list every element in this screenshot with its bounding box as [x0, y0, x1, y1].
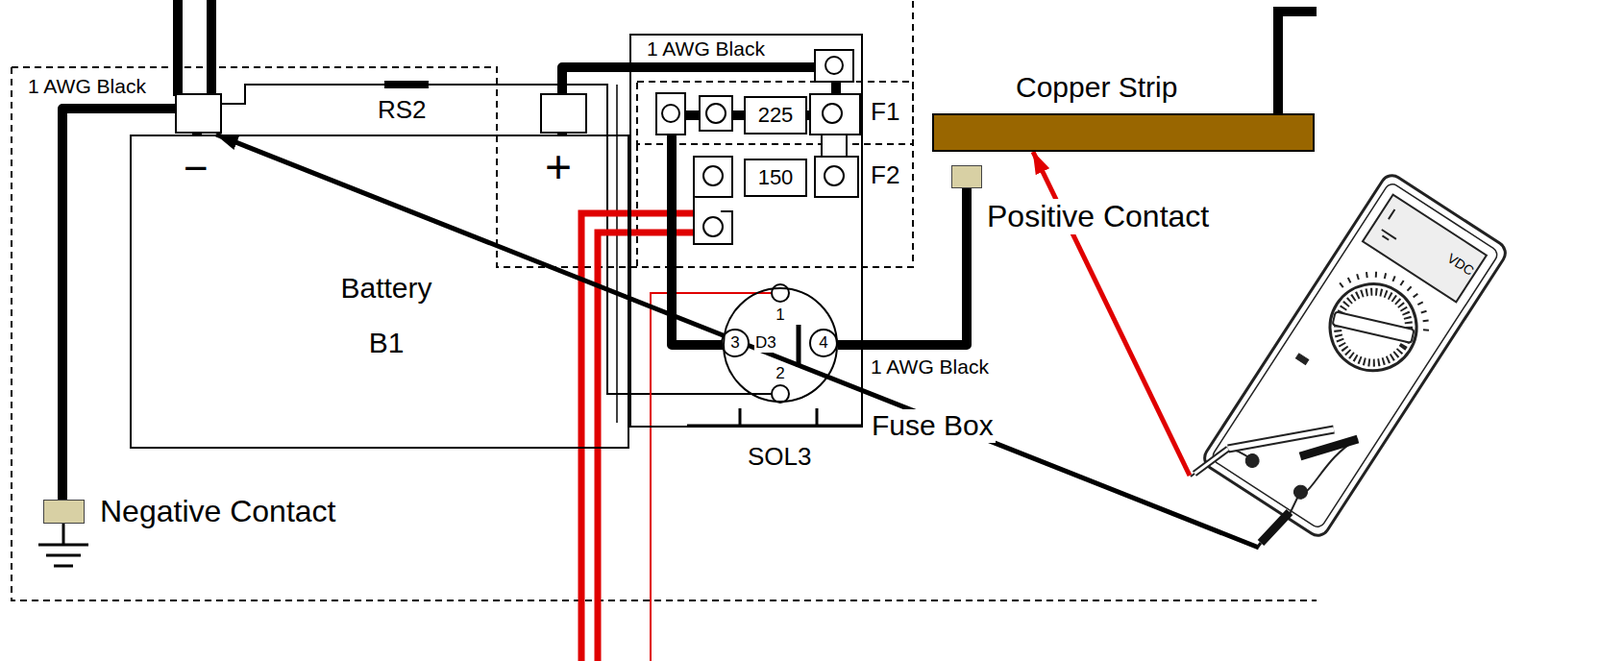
text-slot: Fuse Box	[869, 409, 996, 444]
contact-label: Positive Contact	[984, 198, 1211, 235]
text-slot: Copper Strip	[1015, 71, 1178, 105]
terminal-block	[814, 49, 854, 82]
pin-number: 2	[774, 364, 786, 384]
fuse-box-label: Fuse Box	[869, 409, 996, 444]
solenoid-label: SOL3	[747, 443, 813, 472]
multimeter: VDC	[1189, 168, 1517, 548]
pin-number: 1	[774, 305, 786, 325]
terminal-bracket	[693, 196, 733, 245]
text-slot: Positive Contact	[984, 198, 1211, 235]
dashed-region	[11, 0, 913, 268]
battery-post	[541, 94, 587, 133]
fuse: 150	[743, 158, 808, 197]
part-label: 1 AWG Black	[645, 37, 766, 61]
diode-bar	[796, 324, 802, 368]
multimeter-drawing	[1189, 168, 1517, 548]
ground-symbol	[62, 523, 66, 544]
part-label: D3	[754, 333, 778, 353]
text-slot: Battery B1	[323, 263, 449, 373]
text-slot: 225	[745, 98, 806, 133]
terminal-block	[699, 96, 733, 131]
part-label: 1 AWG Black	[869, 355, 990, 379]
probe-lead	[216, 134, 1259, 548]
label-slot: F2	[869, 161, 901, 191]
terminal	[706, 103, 726, 124]
strip-label: Copper Strip	[1015, 71, 1178, 105]
red-cable	[597, 232, 707, 661]
label-slot: 3	[729, 333, 740, 353]
fuse-rating: 225	[758, 102, 794, 127]
pin-number: 3	[729, 333, 740, 353]
pin-number: 4	[817, 333, 829, 353]
label-slot: 1	[774, 305, 786, 325]
label-slot: F1	[869, 98, 901, 127]
part-label: −	[182, 144, 210, 194]
solenoid-pin	[771, 385, 789, 403]
terminal	[703, 166, 723, 186]
label-slot: 4	[817, 333, 829, 353]
terminal-block	[814, 156, 859, 197]
resistor-symbol	[384, 80, 429, 89]
label-slot: RS2	[376, 96, 428, 125]
copper-strip: Copper Strip	[932, 113, 1315, 152]
terminal	[822, 103, 842, 124]
dashed-region	[637, 81, 913, 145]
terminal-block	[656, 93, 686, 135]
label-slot: +	[543, 140, 573, 194]
dashed-region	[636, 144, 639, 268]
solenoid-base	[687, 408, 863, 426]
text-slot: 150	[745, 160, 806, 196]
terminal-block	[693, 156, 733, 197]
battery-post	[175, 94, 222, 133]
cable	[837, 188, 967, 345]
part-label: F1	[869, 98, 901, 127]
label-slot: 1 AWG Black	[645, 37, 766, 61]
sense-wire	[221, 84, 772, 394]
contact-pad: Positive Contact	[951, 165, 983, 189]
fuse: 225	[743, 96, 808, 135]
contact-label: Negative Contact	[99, 493, 336, 530]
cable	[562, 67, 837, 135]
contact-pad: Negative Contact	[43, 499, 85, 524]
terminal	[824, 166, 844, 186]
dashed-region	[11, 67, 1317, 601]
terminal	[703, 217, 723, 237]
label-slot: 1 AWG Black	[26, 74, 148, 99]
red-cable	[581, 213, 707, 661]
label-slot: D3	[754, 333, 778, 353]
fuse-rating: 150	[758, 165, 794, 190]
solenoid-pin	[810, 329, 837, 357]
terminal-block	[810, 94, 861, 135]
ground-symbol	[38, 544, 89, 567]
part-label: +	[543, 140, 573, 194]
fuse-box: Fuse Box225150SOL3	[629, 33, 863, 428]
part-label: F2	[869, 161, 901, 191]
battery-label: Battery B1	[340, 271, 432, 359]
cable	[172, 0, 183, 97]
terminal	[825, 56, 843, 74]
terminal	[662, 104, 680, 123]
solenoid-pin	[721, 329, 749, 357]
label-slot: −	[182, 144, 210, 194]
cable	[671, 115, 744, 345]
text-slot: Negative Contact	[99, 493, 336, 530]
bus-bar	[821, 134, 847, 157]
part-label: RS2	[376, 96, 428, 125]
label-slot: 2	[774, 364, 786, 384]
cable	[206, 0, 217, 97]
cable	[1278, 11, 1317, 114]
part-label: 1 AWG Black	[26, 74, 148, 99]
text-slot: SOL3	[747, 443, 813, 472]
label-slot: 1 AWG Black	[869, 355, 990, 379]
